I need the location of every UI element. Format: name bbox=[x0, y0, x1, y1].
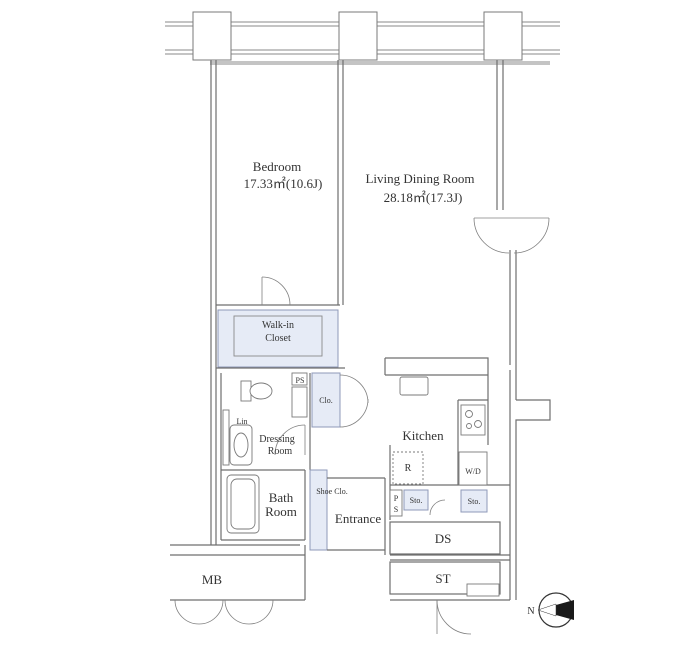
column-left bbox=[192, 11, 232, 61]
bedroom-divider bbox=[216, 60, 344, 306]
bathtub bbox=[226, 474, 260, 534]
entrance-door bbox=[436, 599, 472, 635]
sto-right-label: Sto. bbox=[468, 497, 481, 506]
kitchen-sink bbox=[399, 376, 429, 396]
service-walls bbox=[216, 367, 345, 541]
living-name: Living Dining Room bbox=[365, 171, 474, 186]
living-balcony-door bbox=[473, 217, 550, 254]
ps-top-label: PS bbox=[296, 376, 305, 385]
cooktop bbox=[460, 404, 486, 436]
st-threshold bbox=[466, 583, 500, 597]
compass bbox=[537, 592, 574, 628]
bath-label-2: Room bbox=[265, 504, 297, 519]
sto-left-label: Sto. bbox=[410, 496, 423, 505]
ps-bottom-s: S bbox=[394, 505, 398, 514]
shoe-closet bbox=[309, 469, 328, 551]
compass-north: N bbox=[527, 606, 534, 617]
linen-shelf bbox=[222, 409, 230, 466]
bedroom-area: 17.33㎡(10.6J) bbox=[244, 176, 323, 191]
sto-right bbox=[460, 489, 488, 513]
mb-doors bbox=[174, 599, 274, 625]
entrance-walls bbox=[327, 477, 386, 555]
ps-shaft-bottom bbox=[389, 489, 403, 517]
kitchen-name: Kitchen bbox=[402, 428, 444, 443]
fridge-space bbox=[392, 451, 424, 485]
fridge-label: R bbox=[405, 463, 412, 474]
bedroom-name: Bedroom bbox=[253, 159, 301, 174]
column-middle bbox=[338, 11, 378, 61]
column-right bbox=[483, 11, 523, 61]
dressing-label-2: Room bbox=[268, 446, 293, 457]
fixture-box bbox=[291, 386, 308, 418]
sink bbox=[229, 424, 253, 466]
mb-name: MB bbox=[202, 572, 223, 587]
dressing-door bbox=[274, 424, 306, 456]
shoe-clo-label: Shoe Clo. bbox=[316, 487, 348, 496]
living-area: 28.18㎡(17.3J) bbox=[384, 190, 463, 205]
ps-bottom-p: P bbox=[394, 494, 399, 503]
ds-name: DS bbox=[435, 531, 452, 546]
st-room bbox=[389, 561, 501, 595]
ds-room bbox=[389, 521, 501, 555]
toilet bbox=[240, 380, 273, 402]
bedroom-door bbox=[261, 276, 291, 306]
sto-left bbox=[403, 489, 429, 511]
kitchen-door bbox=[429, 499, 446, 516]
ps-shaft-top bbox=[291, 372, 308, 386]
lin-label: Lin bbox=[236, 417, 247, 426]
entrance-name: Entrance bbox=[335, 511, 381, 526]
st-name: ST bbox=[435, 571, 450, 586]
clo-label: Clo. bbox=[319, 396, 333, 405]
washer-dryer-space bbox=[458, 451, 488, 486]
dressing-label-1: Dressing bbox=[259, 434, 295, 445]
wd-label: W/D bbox=[465, 467, 481, 476]
clo-door bbox=[339, 374, 369, 428]
walkin-closet-area bbox=[217, 309, 339, 368]
walkin-label-2: Closet bbox=[265, 333, 291, 344]
walkin-label-1: Walk-in bbox=[262, 320, 294, 331]
clo-closet bbox=[311, 372, 341, 428]
bath-label-1: Bath bbox=[269, 490, 294, 505]
walkin-closet-inner bbox=[233, 315, 323, 357]
